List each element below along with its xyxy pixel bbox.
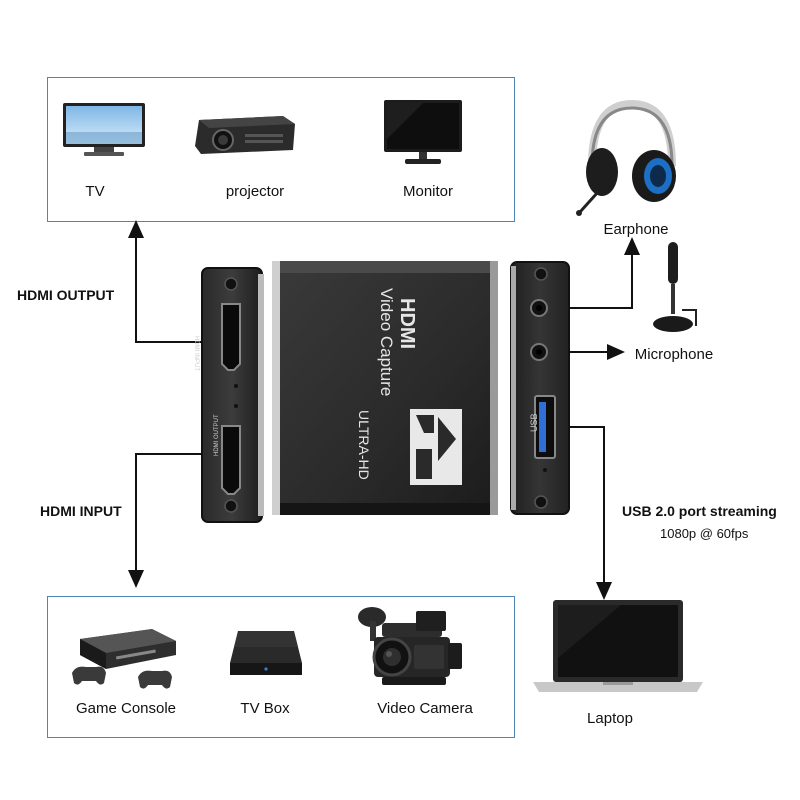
laptop-label: Laptop: [587, 710, 633, 727]
tv-box-icon: [230, 631, 302, 675]
hdmi-input-label: HDMI INPUT: [40, 503, 122, 519]
monitor-label: Monitor: [402, 183, 454, 200]
brand-video-capture: Video Capture: [377, 288, 396, 397]
video-camera-label: Video Camera: [377, 700, 473, 717]
tv-icon: [63, 103, 145, 156]
usb-streaming-label: USB 2.0 port streaming: [622, 503, 777, 519]
brand-4k: 4K: [370, 470, 371, 471]
earphone-label: Earphone: [603, 221, 669, 238]
game-console-icon: [72, 629, 176, 689]
audio-usb-port-panel: [510, 261, 570, 515]
port-label-hdmi-input: HDMI INPUT: [193, 336, 199, 371]
brand-hdmi: HDMI: [396, 298, 418, 350]
hdmi-port-panel: [201, 267, 264, 523]
capture-device-body: [272, 261, 498, 515]
game-console-label: Game Console: [75, 700, 177, 717]
tv-label: TV: [85, 183, 105, 200]
tv-box-label: TV Box: [240, 700, 290, 717]
laptop-icon: [533, 600, 703, 692]
port-label-usb: USB: [529, 413, 539, 432]
video-camera-icon: [358, 607, 462, 685]
projector-label: projector: [225, 183, 285, 200]
earphone-icon: [576, 99, 676, 216]
hdmi-output-label: HDMI OUTPUT: [17, 287, 115, 303]
projector-icon: [195, 116, 295, 154]
usb-spec-label: 1080p @ 60fps: [660, 526, 749, 541]
microphone-label: Microphone: [634, 346, 714, 363]
monitor-icon: [384, 100, 462, 164]
microphone-icon: [653, 242, 697, 332]
port-label-hdmi-output: HDMI OUTPUT: [214, 414, 220, 456]
